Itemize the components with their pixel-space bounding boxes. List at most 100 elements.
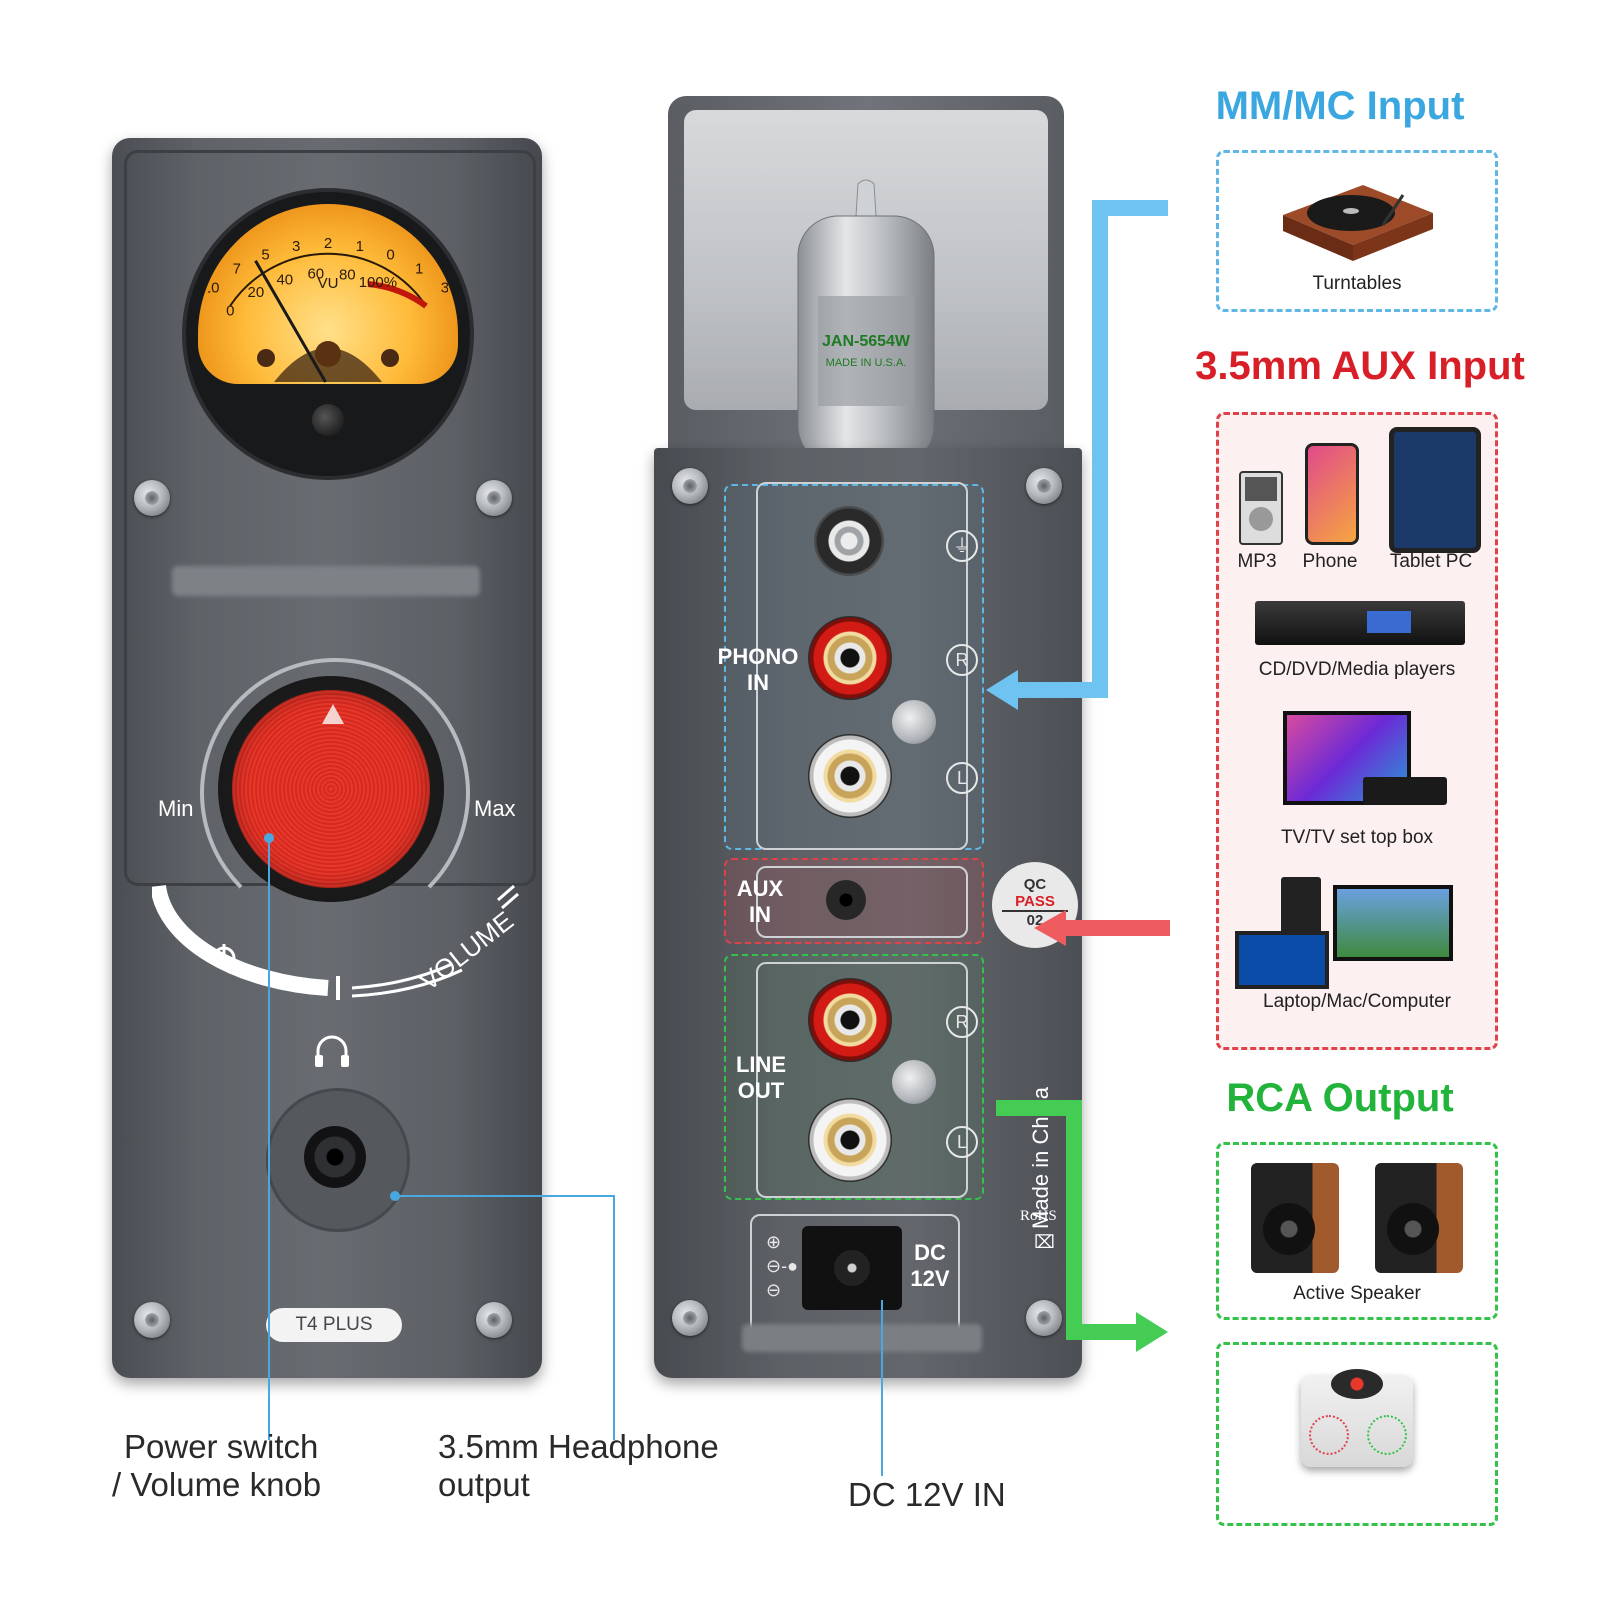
dc-in-label: DC 12V IN [848, 1476, 1006, 1513]
amplifier-icon [1301, 1369, 1413, 1467]
screw-icon [476, 1302, 512, 1338]
computer-label: Laptop/Mac/Computer [1263, 991, 1451, 1012]
line-out-left-jack[interactable] [808, 1098, 892, 1182]
volume-arc: VOLUME [152, 884, 519, 1000]
tablet-icon [1389, 427, 1481, 553]
aux-in-label: AUX IN [720, 876, 800, 928]
screw-icon [892, 1060, 936, 1104]
max-label: Max [474, 796, 516, 821]
vu-scale-bottom-tick: 20 [248, 284, 265, 301]
vu-scale-top-tick: 1 [356, 238, 364, 255]
headphone-icon [315, 1035, 349, 1067]
qc-line2: PASS [1002, 893, 1068, 912]
phono-in-right-jack[interactable] [808, 616, 892, 700]
vu-scale-bottom-tick: 40 [276, 272, 293, 289]
line-label-line2: OUT [737, 1078, 785, 1103]
tube-housing: JAN-5654W MADE IN U.S.A. [668, 96, 1064, 466]
screw-icon [134, 480, 170, 516]
phone-label: Phone [1302, 551, 1358, 572]
aux-label-line1: AUX [736, 876, 784, 901]
min-label: Min [158, 796, 194, 821]
aux-in-jack[interactable] [826, 880, 866, 920]
rear-logo-blurred [742, 1324, 982, 1352]
media-player-icon [1255, 601, 1465, 645]
vu-scale-top-tick: 7 [233, 261, 241, 278]
dc-label-line2: 12V [910, 1266, 950, 1291]
ground-icon: ⏚ [946, 530, 978, 562]
screw-icon [1026, 468, 1062, 504]
rear-panel: ⏚ R L PHONO IN AUX IN QC PASS 02 R L LIN… [654, 448, 1082, 1378]
screw-icon [892, 700, 936, 744]
vu-scale-top-tick: 10 [208, 279, 219, 296]
turntables-label: Turntables [1312, 273, 1402, 294]
vu-scale-bottom-tick: 0 [226, 303, 234, 320]
amplifier-box [1216, 1342, 1498, 1526]
vu-label: VU [318, 275, 339, 292]
line-left-letter: L [946, 1126, 978, 1158]
phono-left-letter: L [946, 762, 978, 794]
screw-icon [476, 480, 512, 516]
line-right-letter: R [946, 1006, 978, 1038]
vu-scale-bottom-tick: 60 [307, 266, 324, 283]
zero-adjust-screw-icon [312, 404, 344, 436]
aux-device-box: MP3 Phone Tablet PC CD/DVD/Media players… [1216, 412, 1498, 1050]
headphone-label-line1: 3.5mm Headphone [438, 1428, 719, 1465]
vu-scale-bottom-tick: 100% [359, 274, 397, 291]
screw-icon [672, 468, 708, 504]
tv-label: TV/TV set top box [1280, 827, 1434, 848]
vu-scale-bottom-tick: 80 [339, 266, 356, 283]
right-speaker-icon [1375, 1163, 1463, 1273]
headphone-jack[interactable] [304, 1126, 366, 1188]
qc-line3: 02 [1026, 912, 1044, 929]
knob-indicator-icon [322, 704, 344, 724]
screw-icon [1026, 1300, 1062, 1336]
line-label-line1: LINE [735, 1052, 787, 1077]
vacuum-tube: JAN-5654W MADE IN U.S.A. [797, 179, 935, 466]
phono-in-left-jack[interactable] [808, 734, 892, 818]
phono-right-letter: R [946, 644, 978, 676]
rca-output-title: RCA Output [1226, 1076, 1454, 1120]
mm-mc-device-box: Turntables [1216, 150, 1498, 312]
tube-marking-origin: MADE IN U.S.A. [826, 357, 907, 369]
vu-scale-top-tick: 3 [292, 238, 300, 255]
power-label-line1: Power switch [124, 1428, 319, 1465]
vu-scale-top-tick: 0 [386, 247, 394, 264]
screw-icon [672, 1300, 708, 1336]
vu-scale-top-tick: 1 [415, 261, 423, 278]
power-volume-label: Power switch / Volume knob [112, 1428, 321, 1504]
vu-scale-top-tick: 5 [261, 247, 269, 264]
dc-label-line1: DC [914, 1240, 946, 1265]
vu-scale-top-tick: 3 [441, 279, 448, 296]
brand-logo-blurred [172, 566, 480, 596]
left-speaker-icon [1251, 1163, 1339, 1273]
knob-ring [200, 658, 470, 928]
turntable-icon [1283, 185, 1433, 261]
aux-input-title: 3.5mm AUX Input [1195, 344, 1525, 388]
mp3-icon [1239, 471, 1283, 545]
ground-post[interactable] [814, 506, 884, 576]
tube-marking: JAN-5654W [822, 333, 911, 350]
vu-scale-top-tick: 2 [324, 235, 332, 252]
rca-device-box: Active Speaker [1216, 1142, 1498, 1320]
phono-in-label: PHONO IN [710, 644, 806, 696]
phone-icon [1305, 443, 1359, 545]
phono-label-line2: IN [747, 670, 769, 695]
mm-mc-input-title: MM/MC Input [1215, 84, 1465, 128]
mp3-label: MP3 [1237, 551, 1277, 572]
aux-label-line2: IN [749, 902, 771, 927]
line-out-right-jack[interactable] [808, 978, 892, 1062]
set-top-box-icon [1363, 777, 1447, 805]
phono-label-line1: PHONO [717, 644, 799, 669]
polarity-icon: ⊕⊖-●⊖ [766, 1232, 798, 1300]
line-out-frame [756, 962, 968, 1198]
dc-power-jack[interactable] [802, 1226, 902, 1310]
model-badge: T4 PLUS [266, 1308, 402, 1342]
qc-pass-sticker: QC PASS 02 [992, 862, 1078, 948]
media-player-label: CD/DVD/Media players [1258, 659, 1456, 680]
line-out-label: LINE OUT [716, 1052, 806, 1104]
laptop-icon [1235, 931, 1329, 989]
headphone-output-label: 3.5mm Headphone output [438, 1428, 719, 1504]
